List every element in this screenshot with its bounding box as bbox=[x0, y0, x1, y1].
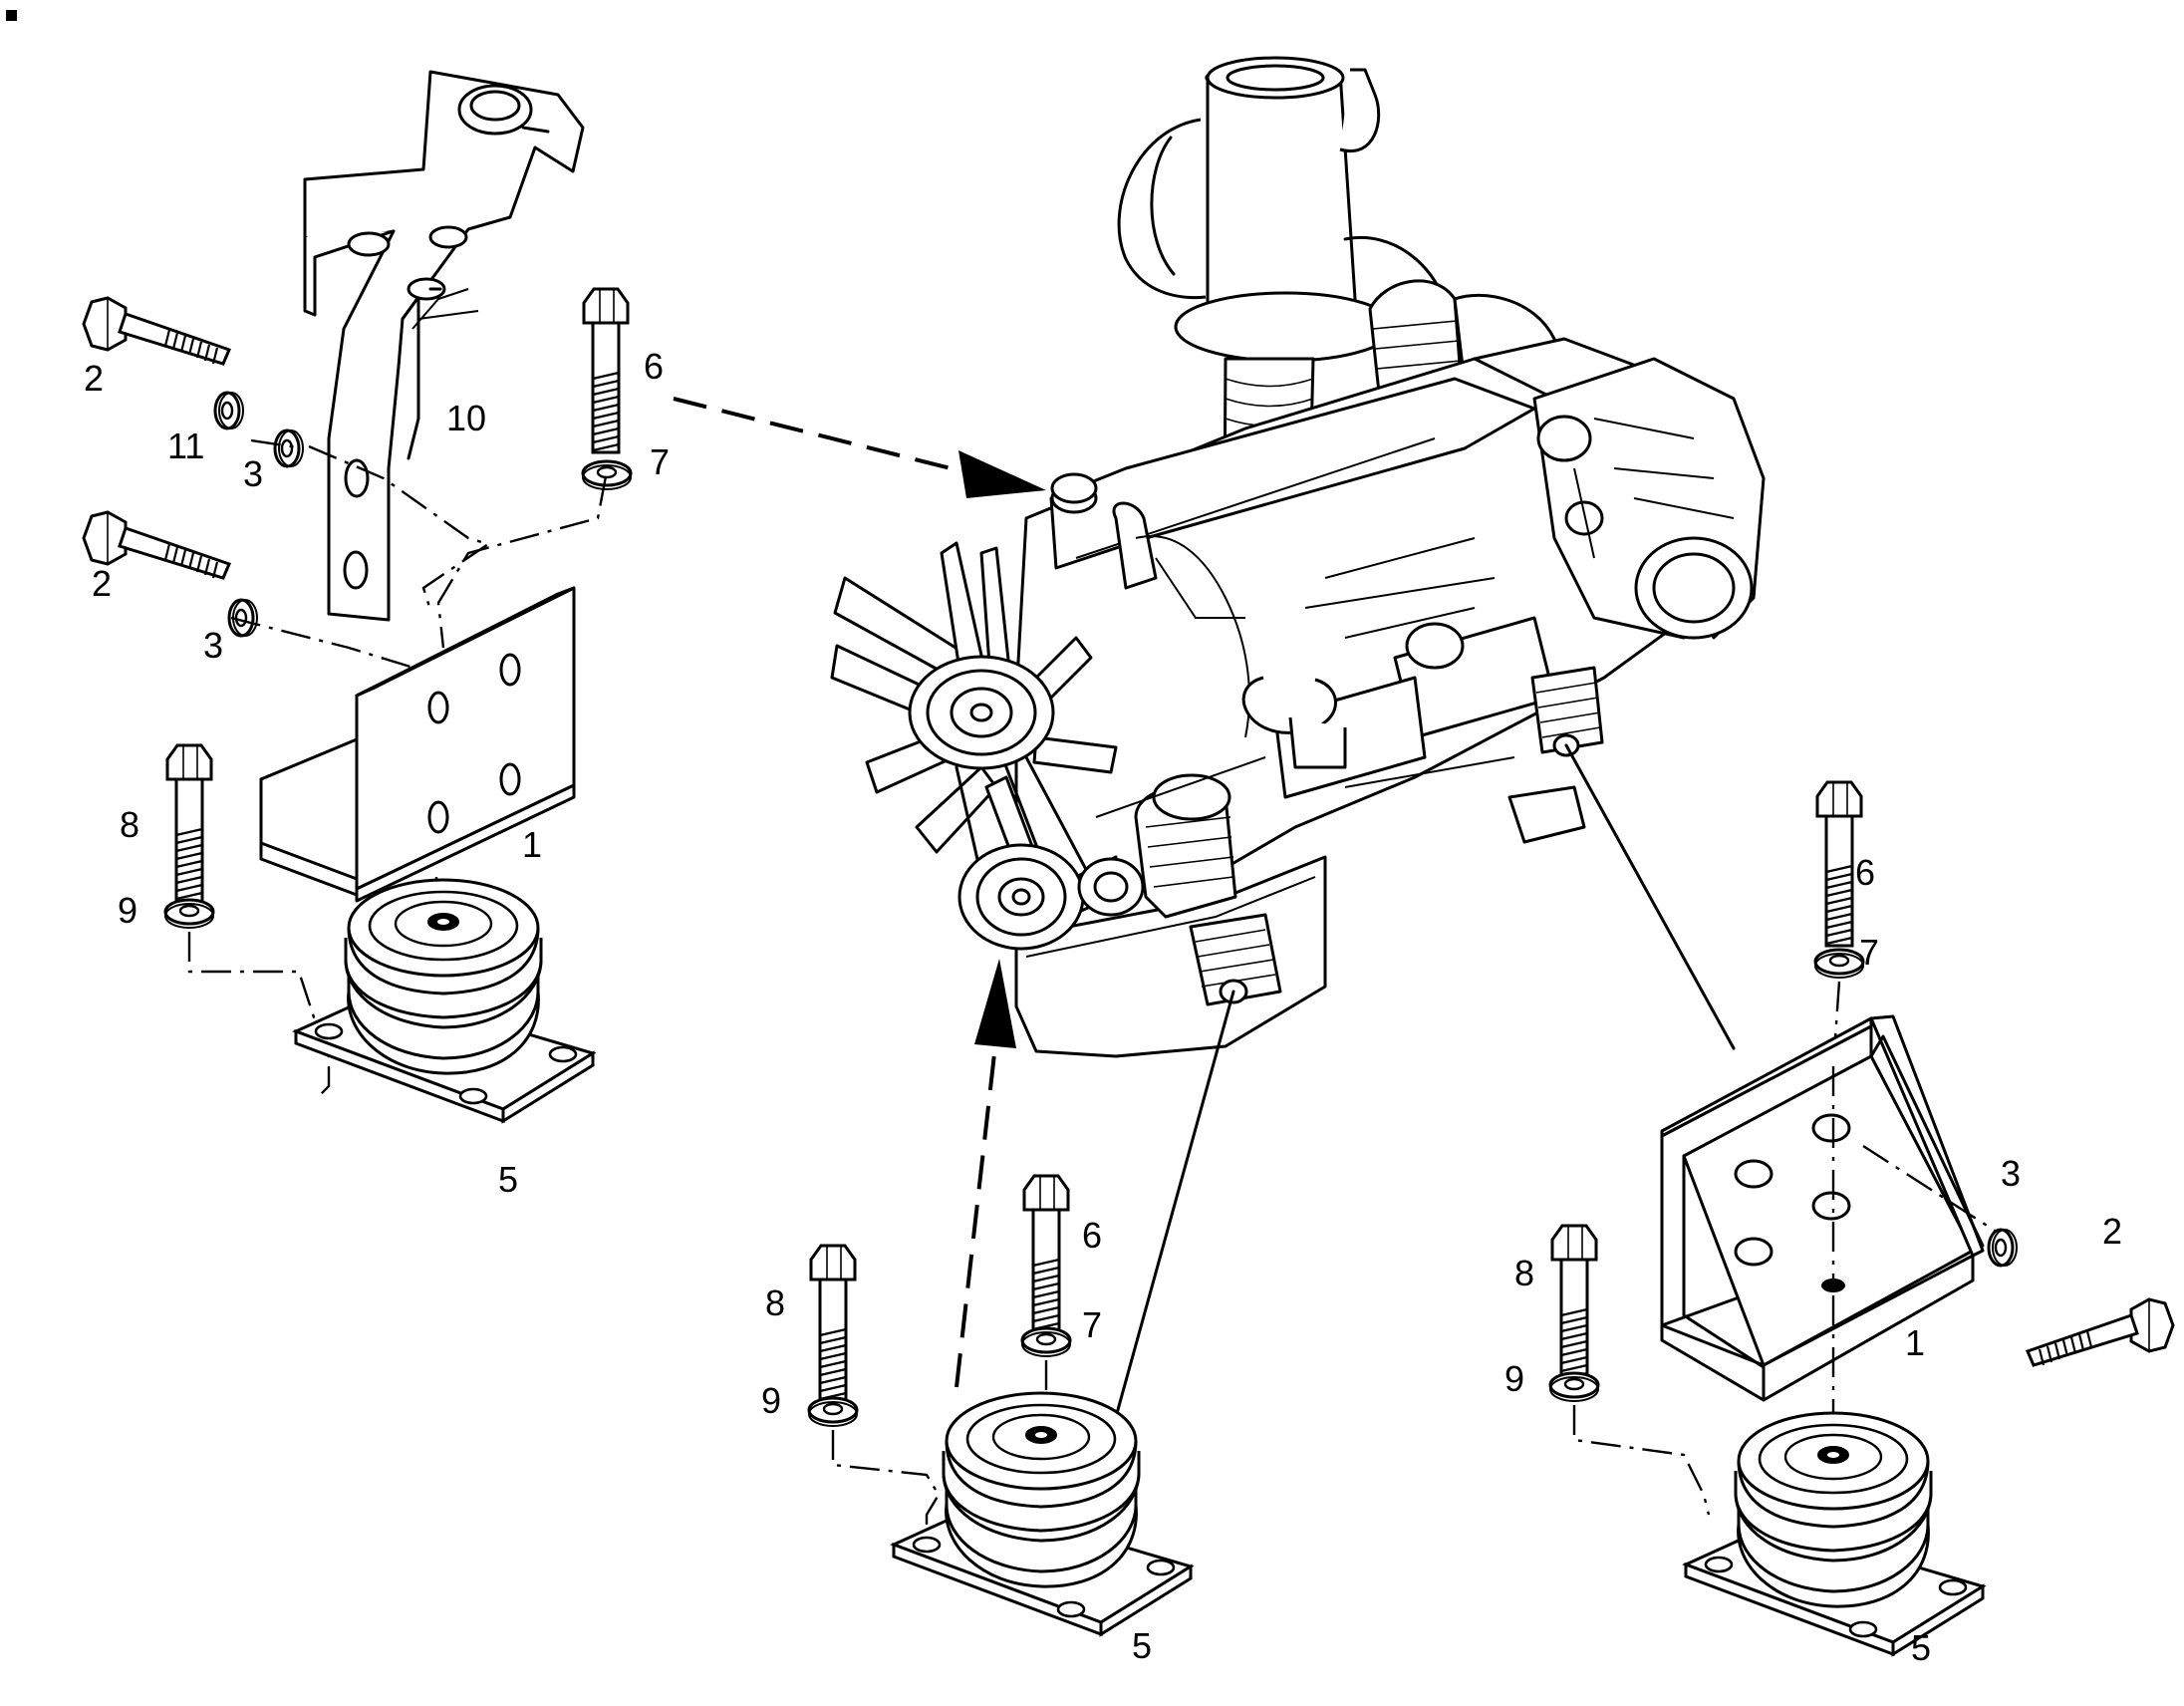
callout-6-center: 6 bbox=[1082, 1215, 1102, 1256]
washer-7-left bbox=[581, 459, 633, 491]
washer-11 bbox=[213, 391, 245, 430]
callout-2-left-upper: 2 bbox=[84, 358, 104, 399]
mount-5-left bbox=[294, 878, 595, 1123]
engine-assembly bbox=[830, 56, 1766, 1058]
washer-9-left bbox=[163, 898, 215, 930]
callout-2-right: 2 bbox=[2102, 1211, 2122, 1252]
arrow-head-upper bbox=[958, 450, 1046, 498]
callout-labels: 2 11 3 10 6 7 2 3 8 9 1 5 6 7 8 9 5 6 7 … bbox=[84, 346, 2122, 1668]
callout-1-left: 1 bbox=[522, 824, 542, 865]
mount-5-right bbox=[1684, 1411, 1985, 1656]
center-assembly bbox=[807, 1174, 1193, 1636]
left-assembly bbox=[82, 70, 633, 1123]
callout-9-left: 9 bbox=[118, 890, 137, 931]
callout-7-right: 7 bbox=[1859, 932, 1879, 973]
callout-5-right: 5 bbox=[1911, 1627, 1931, 1668]
callout-1-right: 1 bbox=[1905, 1322, 1925, 1363]
callout-10: 10 bbox=[446, 398, 486, 438]
callout-6-right: 6 bbox=[1855, 852, 1875, 893]
washer-3-right bbox=[1987, 1228, 2019, 1268]
leader-right-mount bbox=[1564, 743, 1736, 1050]
bolt-2-upper bbox=[82, 296, 231, 366]
mount-5-center bbox=[892, 1391, 1193, 1636]
bolt-6-left bbox=[582, 287, 630, 454]
bracket-1-right bbox=[1660, 1014, 1985, 1402]
callout-5-center: 5 bbox=[1132, 1625, 1152, 1666]
callout-7-center: 7 bbox=[1082, 1304, 1102, 1345]
washer-7-right bbox=[1813, 948, 1865, 980]
bolt-2-right bbox=[2026, 1297, 2175, 1367]
callout-2-left-lower: 2 bbox=[92, 563, 112, 604]
arrow-line-lower bbox=[955, 1035, 998, 1388]
right-assembly bbox=[1548, 780, 2175, 1656]
callout-6-left: 6 bbox=[644, 346, 664, 387]
arrow-head-lower bbox=[974, 959, 1016, 1048]
corner-mark bbox=[6, 10, 17, 21]
bolt-8-center bbox=[809, 1244, 857, 1411]
callout-5-left: 5 bbox=[498, 1159, 518, 1200]
callout-3-right: 3 bbox=[2001, 1153, 2021, 1194]
arrow-line-upper bbox=[673, 397, 959, 472]
bolt-8-left bbox=[165, 743, 213, 911]
callout-3-left-upper: 3 bbox=[243, 453, 263, 494]
callout-11: 11 bbox=[167, 426, 204, 466]
washer-7-center bbox=[1020, 1326, 1072, 1358]
bracket-10 bbox=[303, 70, 585, 622]
bolt-8-right bbox=[1550, 1224, 1598, 1391]
callout-9-right: 9 bbox=[1504, 1358, 1524, 1399]
bolt-6-center bbox=[1022, 1174, 1070, 1341]
callout-8-center: 8 bbox=[765, 1282, 785, 1323]
callout-3-left-lower: 3 bbox=[203, 625, 223, 666]
washer-3-upper bbox=[273, 428, 305, 468]
leader-center-mount bbox=[1109, 990, 1235, 1437]
callout-8-left: 8 bbox=[120, 804, 139, 845]
callout-9-center: 9 bbox=[761, 1380, 781, 1421]
washer-9-center bbox=[807, 1396, 859, 1428]
callout-7-left: 7 bbox=[650, 441, 670, 482]
washer-9-right bbox=[1548, 1371, 1600, 1403]
bracket-1-left bbox=[259, 586, 576, 903]
callout-8-right: 8 bbox=[1514, 1253, 1534, 1293]
